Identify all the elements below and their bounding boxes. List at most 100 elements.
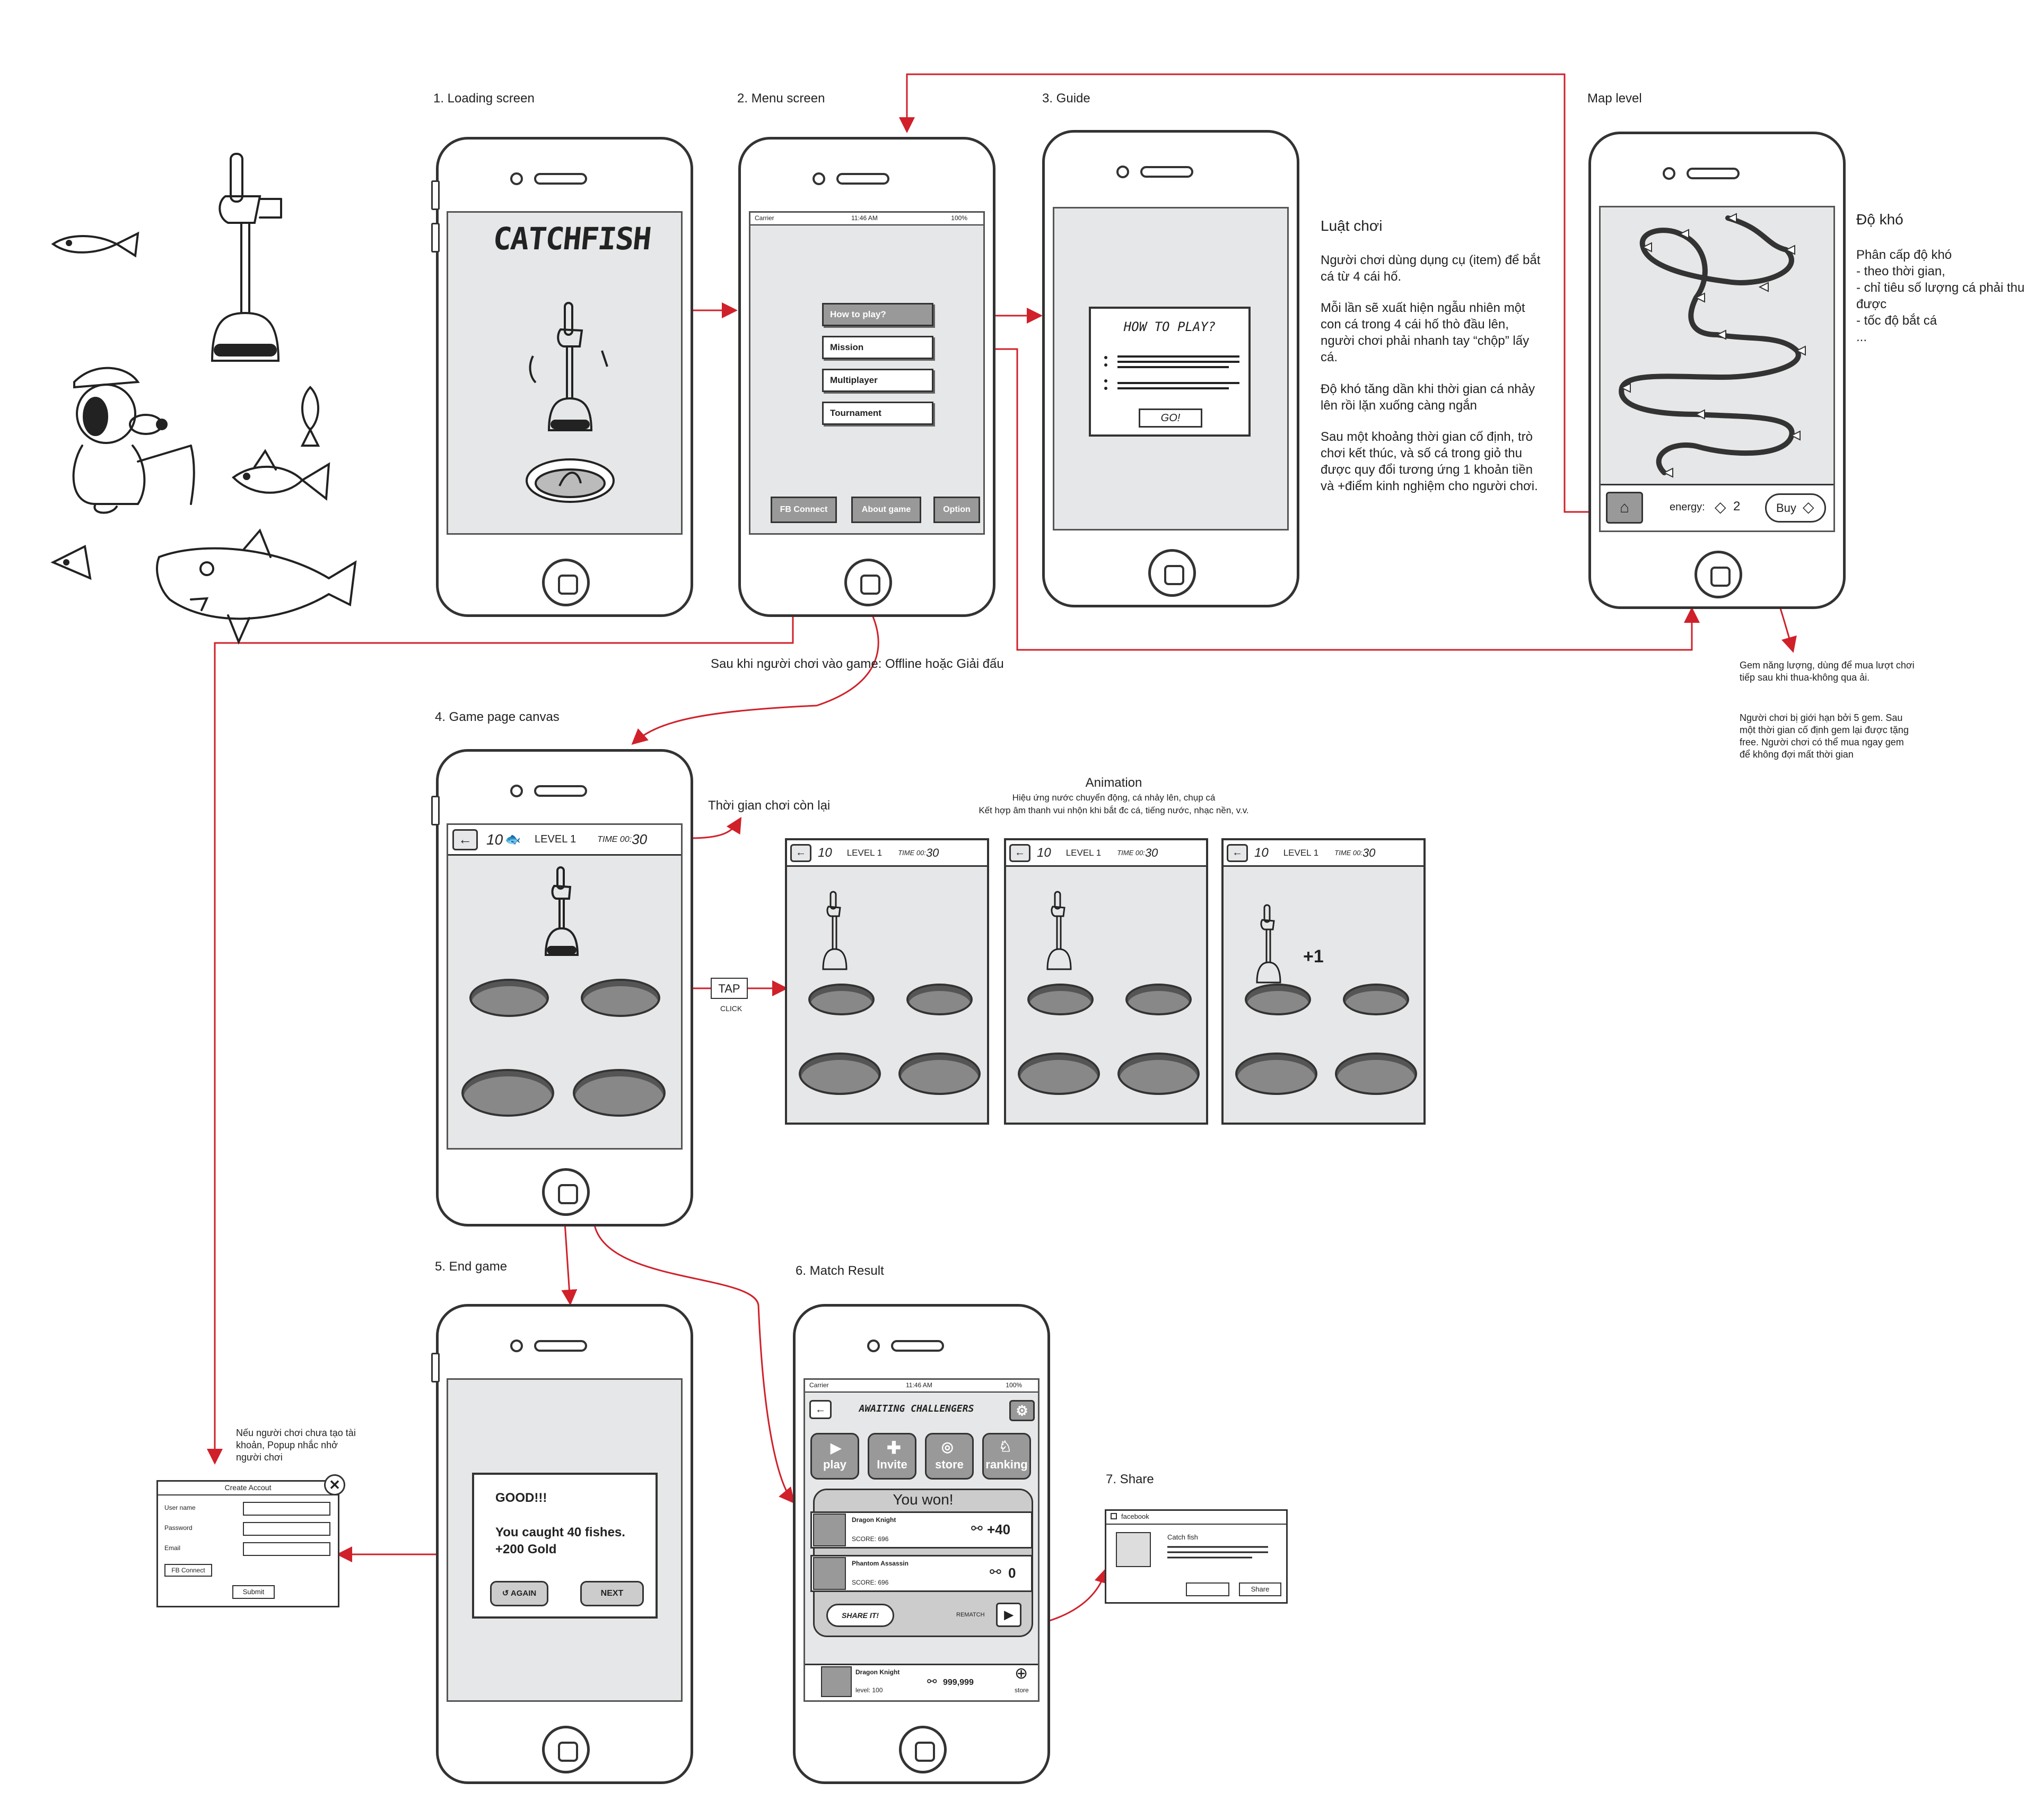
plunger-illustration: [526, 302, 615, 503]
phone-end-game: GOOD!!! You caught 40 fishes. +200 Gold …: [436, 1304, 693, 1784]
time-remaining-note: Thời gian chơi còn lại: [708, 798, 831, 813]
back-arrow-icon[interactable]: ←: [809, 1400, 832, 1419]
level-label: LEVEL 1: [1065, 847, 1102, 858]
label-menu-screen: 2. Menu screen: [737, 91, 825, 106]
fish-hole[interactable]: [906, 984, 973, 1015]
share-comment-field[interactable]: [1186, 1582, 1229, 1596]
fb-connect-button[interactable]: FB Connect: [164, 1564, 212, 1577]
add-icon[interactable]: ⊕: [1015, 1665, 1028, 1682]
profile-bar: Dragon Knight level: 100 ⚯ 999,999 ⊕ sto…: [805, 1664, 1038, 1700]
fish-hole[interactable]: [1235, 1053, 1317, 1095]
phone-match-result: Carrier 11:46 AM 100% ← AWAITING CHALLEN…: [793, 1304, 1050, 1784]
home-button[interactable]: [542, 1726, 590, 1773]
fish-hole[interactable]: [898, 1053, 981, 1095]
back-arrow-icon[interactable]: ←: [790, 843, 811, 862]
status-battery: 100%: [1006, 1381, 1022, 1389]
home-button[interactable]: [542, 559, 590, 606]
about-game-button[interactable]: About game: [851, 497, 921, 523]
facebook-label: facebook: [1121, 1512, 1149, 1520]
fish-hole[interactable]: [469, 979, 549, 1017]
coins-icon: ◎: [941, 1439, 954, 1455]
time-label: TIME 00:: [1117, 849, 1145, 857]
fish-hole[interactable]: [1117, 1053, 1200, 1095]
home-icon[interactable]: ⌂: [1606, 492, 1643, 524]
next-button[interactable]: NEXT: [580, 1581, 644, 1606]
animation-title: Animation: [1085, 776, 1142, 790]
fish-hole[interactable]: [799, 1053, 881, 1095]
menu-multiplayer-button[interactable]: Multiplayer: [822, 369, 933, 392]
game-hud: ← 10 LEVEL 1 TIME 00: 30: [1006, 840, 1206, 867]
menu-tournament-button[interactable]: Tournament: [822, 402, 933, 425]
password-field[interactable]: [243, 1522, 330, 1536]
ranking-button[interactable]: ♘ ranking: [982, 1433, 1031, 1480]
time-value: 30: [925, 846, 939, 859]
animation-line-1: Hiệu ứng nước chuyển động, cá nhảy lên, …: [1012, 793, 1216, 803]
player-delta: +40: [987, 1521, 1011, 1537]
fish-hole[interactable]: [573, 1069, 666, 1117]
store-label: store: [935, 1458, 964, 1471]
again-label: AGAIN: [510, 1589, 537, 1598]
status-bar: Carrier 11:46 AM 100%: [805, 1380, 1038, 1393]
fish-hole[interactable]: [461, 1069, 554, 1117]
username-label: User name: [164, 1504, 196, 1511]
option-button[interactable]: Option: [933, 497, 980, 523]
fish-hole[interactable]: [1125, 984, 1192, 1015]
home-button[interactable]: [1148, 549, 1196, 597]
play-button[interactable]: ▶ play: [810, 1433, 859, 1480]
fish-hole[interactable]: [1335, 1053, 1417, 1095]
fish-hole[interactable]: [1018, 1053, 1100, 1095]
level-label: LEVEL 1: [846, 847, 883, 858]
again-button[interactable]: ↺ AGAIN: [490, 1581, 548, 1606]
share-it-button[interactable]: SHARE IT!: [826, 1604, 894, 1627]
fish-hole[interactable]: [581, 979, 660, 1017]
fish-hole[interactable]: [1343, 984, 1409, 1015]
camera-icon: [1663, 167, 1675, 180]
buy-button[interactable]: Buy ◇: [1765, 493, 1826, 523]
fb-connect-button[interactable]: FB Connect: [771, 497, 837, 523]
game-hud: ← 10 LEVEL 1 TIME 00: 30: [1224, 840, 1423, 867]
fish-doodle-4: [50, 545, 92, 580]
go-button[interactable]: GO!: [1139, 408, 1202, 428]
menu-howto-button[interactable]: How to play?: [822, 303, 933, 326]
status-time: 11:46 AM: [851, 214, 878, 222]
label-map-level: Map level: [1587, 91, 1642, 106]
home-button[interactable]: [899, 1726, 947, 1773]
loading-screen: CATCHFISH: [447, 211, 683, 535]
difficulty-title: Độ khó: [1856, 211, 1903, 228]
player-name: Phantom Assassin: [852, 1560, 909, 1567]
back-arrow-icon[interactable]: ←: [1227, 843, 1248, 862]
time-label: TIME 00:: [898, 849, 926, 857]
speaker: [534, 1340, 587, 1352]
fish-hole[interactable]: [1245, 984, 1311, 1015]
email-field[interactable]: [243, 1542, 330, 1556]
home-button[interactable]: [542, 1168, 590, 1216]
submit-button[interactable]: Submit: [232, 1585, 275, 1599]
difficulty-list: Phân cấp độ khó - theo thời gian, - chỉ …: [1856, 247, 2026, 345]
store-button[interactable]: ◎ store: [925, 1433, 974, 1480]
guide-screen: HOW TO PLAY? GO!: [1053, 207, 1289, 530]
share-button[interactable]: Share: [1239, 1582, 1281, 1596]
rematch-play-icon[interactable]: ▶: [996, 1603, 1021, 1627]
refresh-icon: ↺: [502, 1589, 509, 1598]
label-share: 7. Share: [1106, 1472, 1154, 1486]
fish-hole[interactable]: [808, 984, 875, 1015]
back-arrow-icon[interactable]: ←: [452, 829, 478, 850]
fish-hole[interactable]: [1027, 984, 1094, 1015]
menu-mission-button[interactable]: Mission: [822, 336, 933, 359]
speaker: [1140, 166, 1193, 178]
username-field[interactable]: [243, 1502, 330, 1516]
home-button[interactable]: [844, 559, 892, 606]
invite-button[interactable]: ✚ Invite: [868, 1433, 916, 1480]
home-button[interactable]: [1694, 551, 1742, 598]
account-note: Nếu người chơi chưa tạo tài khoản, Popup…: [236, 1428, 356, 1463]
caught-label: You caught 40 fishes.: [495, 1525, 625, 1540]
my-level: level: 100: [855, 1686, 883, 1694]
close-icon[interactable]: ✕: [324, 1474, 345, 1495]
plus-icon: ✚: [887, 1438, 901, 1457]
gear-icon[interactable]: ⚙: [1009, 1400, 1035, 1421]
store-link[interactable]: store: [1015, 1686, 1029, 1694]
rules-paragraph-3: Độ khó tăng dần khi thời gian cá nhảy lê…: [1321, 382, 1535, 413]
back-arrow-icon[interactable]: ←: [1009, 843, 1030, 862]
difficulty-line: - theo thời gian,: [1856, 264, 1945, 279]
label-loading-screen: 1. Loading screen: [433, 91, 535, 106]
